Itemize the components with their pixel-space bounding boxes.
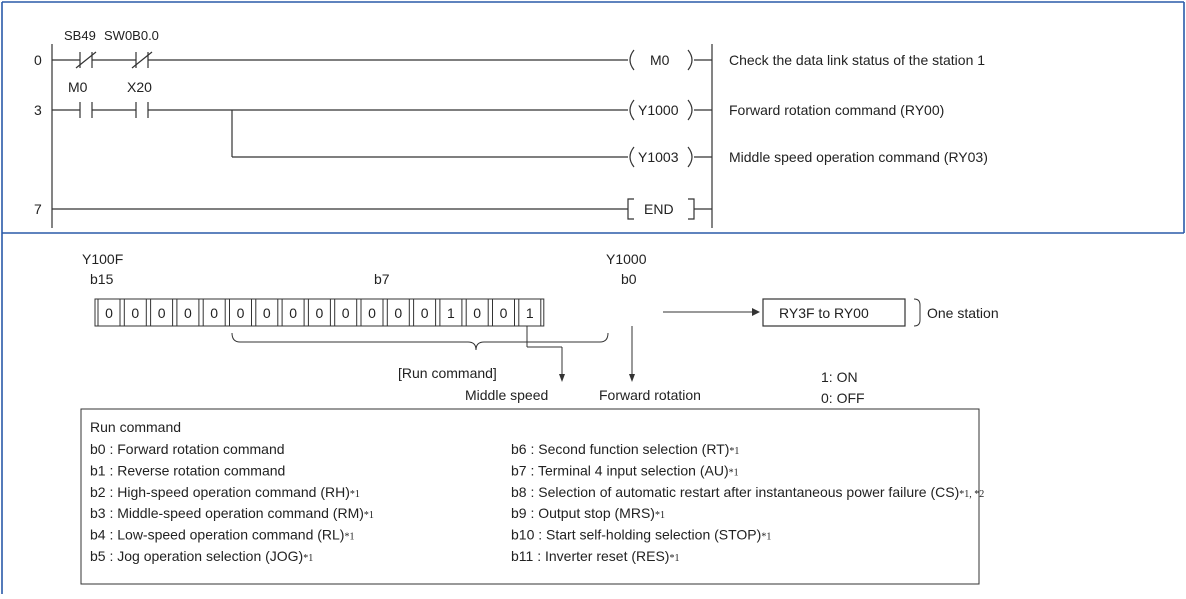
coil-y1000: [629, 99, 693, 121]
bit-value: 0: [342, 305, 350, 321]
bit-register-frame: [94, 298, 545, 327]
bit-value: 1: [526, 305, 534, 321]
device-label-y1000: Y1000: [606, 251, 647, 267]
end-label: END: [644, 201, 674, 217]
coil-label-m0: M0: [650, 52, 670, 68]
ladder-diagram: [51, 44, 713, 228]
contact-m0-no: [79, 102, 93, 118]
legend-item-footnote: *1: [729, 446, 739, 457]
target-range-box: [762, 298, 906, 327]
bit-value: 0: [473, 305, 481, 321]
run-command-label: [Run command]: [398, 365, 497, 381]
comment-m0: Check the data link status of the statio…: [729, 52, 985, 68]
bit-value: 0: [184, 305, 192, 321]
contact-x20-no: [135, 102, 149, 118]
legend-item: b11 : Inverter reset (RES)*1: [511, 548, 679, 564]
contact-label-x20: X20: [127, 79, 152, 95]
arrow-head-forward: [629, 374, 635, 382]
legend-item-text: b10 : Start self-holding selection (STOP…: [511, 527, 761, 543]
bit-value: 0: [105, 305, 113, 321]
legend-item-footnote: *1: [344, 532, 354, 543]
legend-box: [80, 408, 980, 585]
legend-item: b1 : Reverse rotation command: [90, 462, 285, 478]
legend-item-text: b3 : Middle-speed operation command (RM): [90, 505, 364, 521]
legend-item-text: b11 : Inverter reset (RES): [511, 548, 669, 564]
coil-y1003: [629, 146, 693, 168]
legend-item: b7 : Terminal 4 input selection (AU)*1: [511, 462, 739, 478]
legend-left-column: b0 : Forward rotation command b1 : Revers…: [90, 441, 374, 564]
bit-value: 0: [421, 305, 429, 321]
one-station-bracket: [913, 298, 921, 327]
legend-item: b8 : Selection of automatic restart afte…: [511, 484, 984, 500]
legend-item: b6 : Second function selection (RT)*1: [511, 441, 739, 457]
legend-item-footnote: *1: [729, 467, 739, 478]
off-label: 0: OFF: [821, 390, 865, 406]
legend-item-text: b2 : High-speed operation command (RH): [90, 484, 350, 500]
legend-item-footnote: *1: [350, 489, 360, 500]
legend-item-text: b6 : Second function selection (RT): [511, 441, 729, 457]
legend-item-footnote: *1: [761, 532, 771, 543]
step-number-0: 0: [34, 52, 42, 68]
device-label-y100f: Y100F: [82, 251, 123, 267]
contact-label-sw0b0: SW0B0.0: [104, 28, 159, 43]
comment-y1003: Middle speed operation command (RY03): [729, 149, 988, 165]
comment-y1000: Forward rotation command (RY00): [729, 102, 944, 118]
legend-right-column: b6 : Second function selection (RT)*1b7 …: [511, 441, 984, 564]
coil-label-y1003: Y1003: [638, 149, 679, 165]
legend-item: b4 : Low-speed operation command (RL)*1: [90, 527, 354, 543]
legend-item-footnote: *1: [655, 510, 665, 521]
step-number-3: 3: [34, 102, 42, 118]
coil-m0: [629, 49, 693, 71]
legend-item: b5 : Jog operation selection (JOG)*1: [90, 548, 313, 564]
legend-item: b10 : Start self-holding selection (STOP…: [511, 527, 771, 543]
bit-value: 0: [237, 305, 245, 321]
run-command-brace: [231, 332, 609, 351]
bit-value: 0: [263, 305, 271, 321]
coil-label-y1000: Y1000: [638, 102, 679, 118]
legend-item: b2 : High-speed operation command (RH)*1: [90, 484, 360, 500]
bit-value: 0: [316, 305, 324, 321]
legend-item-text: b5 : Jog operation selection (JOG): [90, 548, 303, 564]
legend-title: Run command: [90, 419, 181, 435]
legend-item-text: b4 : Low-speed operation command (RL): [90, 527, 344, 543]
forward-rotation-label: Forward rotation: [599, 387, 701, 403]
bit-value: 1: [447, 305, 455, 321]
on-label: 1: ON: [821, 369, 858, 385]
legend-item-text: b9 : Output stop (MRS): [511, 505, 655, 521]
middle-speed-label: Middle speed: [465, 387, 548, 403]
one-station-label: One station: [927, 305, 999, 321]
bit-value: 0: [500, 305, 508, 321]
legend-item-text: b0 : Forward rotation command: [90, 441, 285, 457]
legend-item-text: b8 : Selection of automatic restart afte…: [511, 484, 959, 500]
legend-item-text: b1 : Reverse rotation command: [90, 462, 285, 478]
arrow-head-right: [752, 308, 760, 316]
legend-item-footnote: *1, *2: [959, 489, 984, 500]
bit-value: 0: [131, 305, 139, 321]
bit-label-b7: b7: [374, 271, 390, 287]
legend-item: b3 : Middle-speed operation command (RM)…: [90, 505, 374, 521]
target-range-label: RY3F to RY00: [779, 305, 869, 321]
step-number-7: 7: [34, 201, 42, 217]
bit-value: 0: [368, 305, 376, 321]
legend-item-text: b7 : Terminal 4 input selection (AU): [511, 462, 729, 478]
bit-value: 0: [289, 305, 297, 321]
legend-item: b9 : Output stop (MRS)*1: [511, 505, 665, 521]
legend-item-footnote: *1: [303, 553, 313, 564]
bit-value: 0: [158, 305, 166, 321]
bit-value: 0: [210, 305, 218, 321]
bit-label-b0: b0: [621, 271, 637, 287]
arrow-head-middle-speed: [559, 374, 565, 382]
legend-item: b0 : Forward rotation command: [90, 441, 285, 457]
contact-label-m0: M0: [68, 79, 88, 95]
bit-value: 0: [394, 305, 402, 321]
legend-item-footnote: *1: [669, 553, 679, 564]
bit-register: 0 0 0 0 0 0 0 0 0 0 0 0 0 1 0 0 1: [94, 298, 545, 327]
bit-label-b15: b15: [90, 271, 114, 287]
contact-label-sb49: SB49: [64, 28, 96, 43]
legend-item-footnote: *1: [364, 510, 374, 521]
